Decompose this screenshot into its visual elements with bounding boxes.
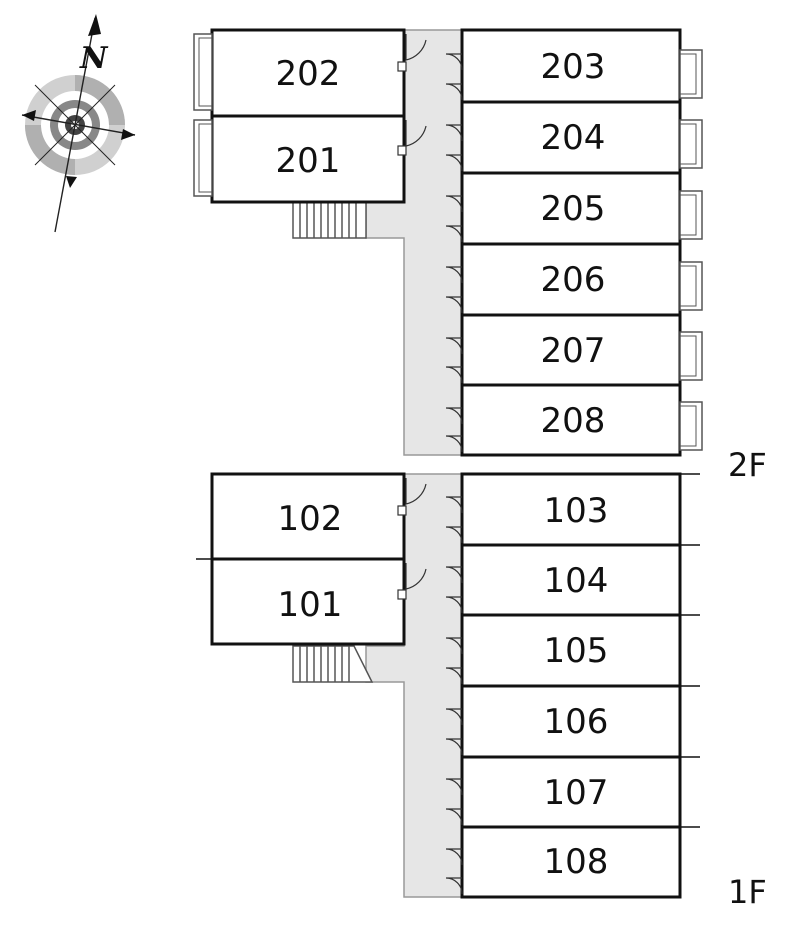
room-102: 102 — [210, 472, 427, 561]
room-207: 207 — [445, 313, 703, 387]
room-label: 106 — [544, 702, 609, 742]
floor-label: 1F — [728, 873, 767, 911]
room-208: 208 — [445, 383, 703, 457]
room-label: 204 — [541, 118, 606, 158]
staircase — [292, 201, 367, 239]
room-label: 102 — [278, 499, 343, 539]
room-label: 105 — [544, 631, 609, 671]
room-label: 206 — [541, 260, 606, 300]
staircase — [292, 645, 374, 683]
room-105: 105 — [445, 613, 682, 688]
room-108: 108 — [445, 825, 682, 899]
room-204: 204 — [445, 100, 703, 175]
room-label: 104 — [544, 561, 609, 601]
room-label: 208 — [541, 401, 606, 441]
north-label: N — [79, 41, 109, 76]
room-104: 104 — [445, 543, 682, 617]
room-label: 107 — [544, 773, 609, 813]
room-label: 201 — [276, 141, 341, 181]
room-106: 106 — [445, 684, 682, 759]
room-label: 101 — [278, 585, 343, 625]
room-205: 205 — [445, 171, 703, 246]
compass-icon — [21, 14, 136, 233]
room-label: 202 — [276, 54, 341, 94]
room-label: 203 — [541, 47, 606, 87]
room-206: 206 — [445, 242, 703, 317]
room-103: 103 — [445, 472, 682, 547]
room-label: 108 — [544, 842, 609, 882]
room-101: 101 — [210, 557, 427, 646]
room-203: 203 — [445, 28, 703, 104]
room-201: 201 — [193, 114, 427, 204]
room-107: 107 — [445, 755, 682, 829]
room-label: 205 — [541, 189, 606, 229]
room-label: 207 — [541, 331, 606, 371]
room-label: 103 — [544, 491, 609, 531]
room-202: 202 — [193, 28, 427, 118]
floor-2f: 202 201 203 204 — [193, 28, 767, 484]
floor-label: 2F — [728, 446, 767, 484]
floor-1f: 102 101 103 104 — [196, 472, 767, 911]
